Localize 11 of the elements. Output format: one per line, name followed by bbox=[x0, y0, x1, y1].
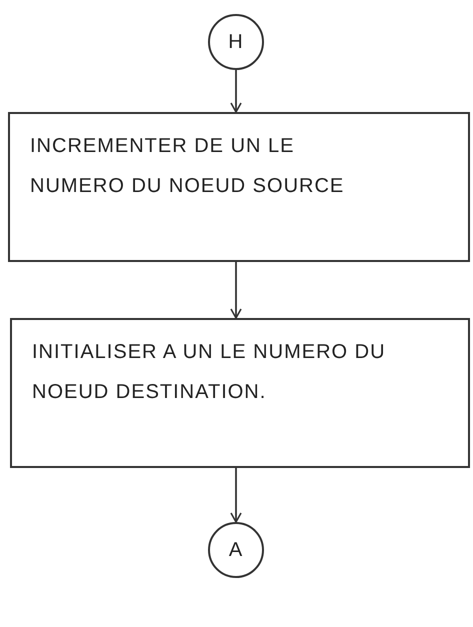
arrow bbox=[230, 468, 242, 523]
connector-label: H bbox=[228, 32, 244, 52]
process-box bbox=[10, 318, 470, 468]
process-box bbox=[8, 112, 470, 262]
step-text: INITIALISER A UN LE NUMERO DU NOEUD DESTINATION. bbox=[32, 340, 387, 405]
connector-label: A bbox=[228, 540, 244, 560]
step-text: INCREMENTER DE UN LE NUMERO DU NOEUD SOURCE bbox=[30, 134, 346, 199]
connector-circle bbox=[208, 522, 264, 578]
arrow bbox=[230, 70, 242, 113]
connector-circle bbox=[208, 14, 264, 70]
arrow bbox=[230, 262, 242, 319]
